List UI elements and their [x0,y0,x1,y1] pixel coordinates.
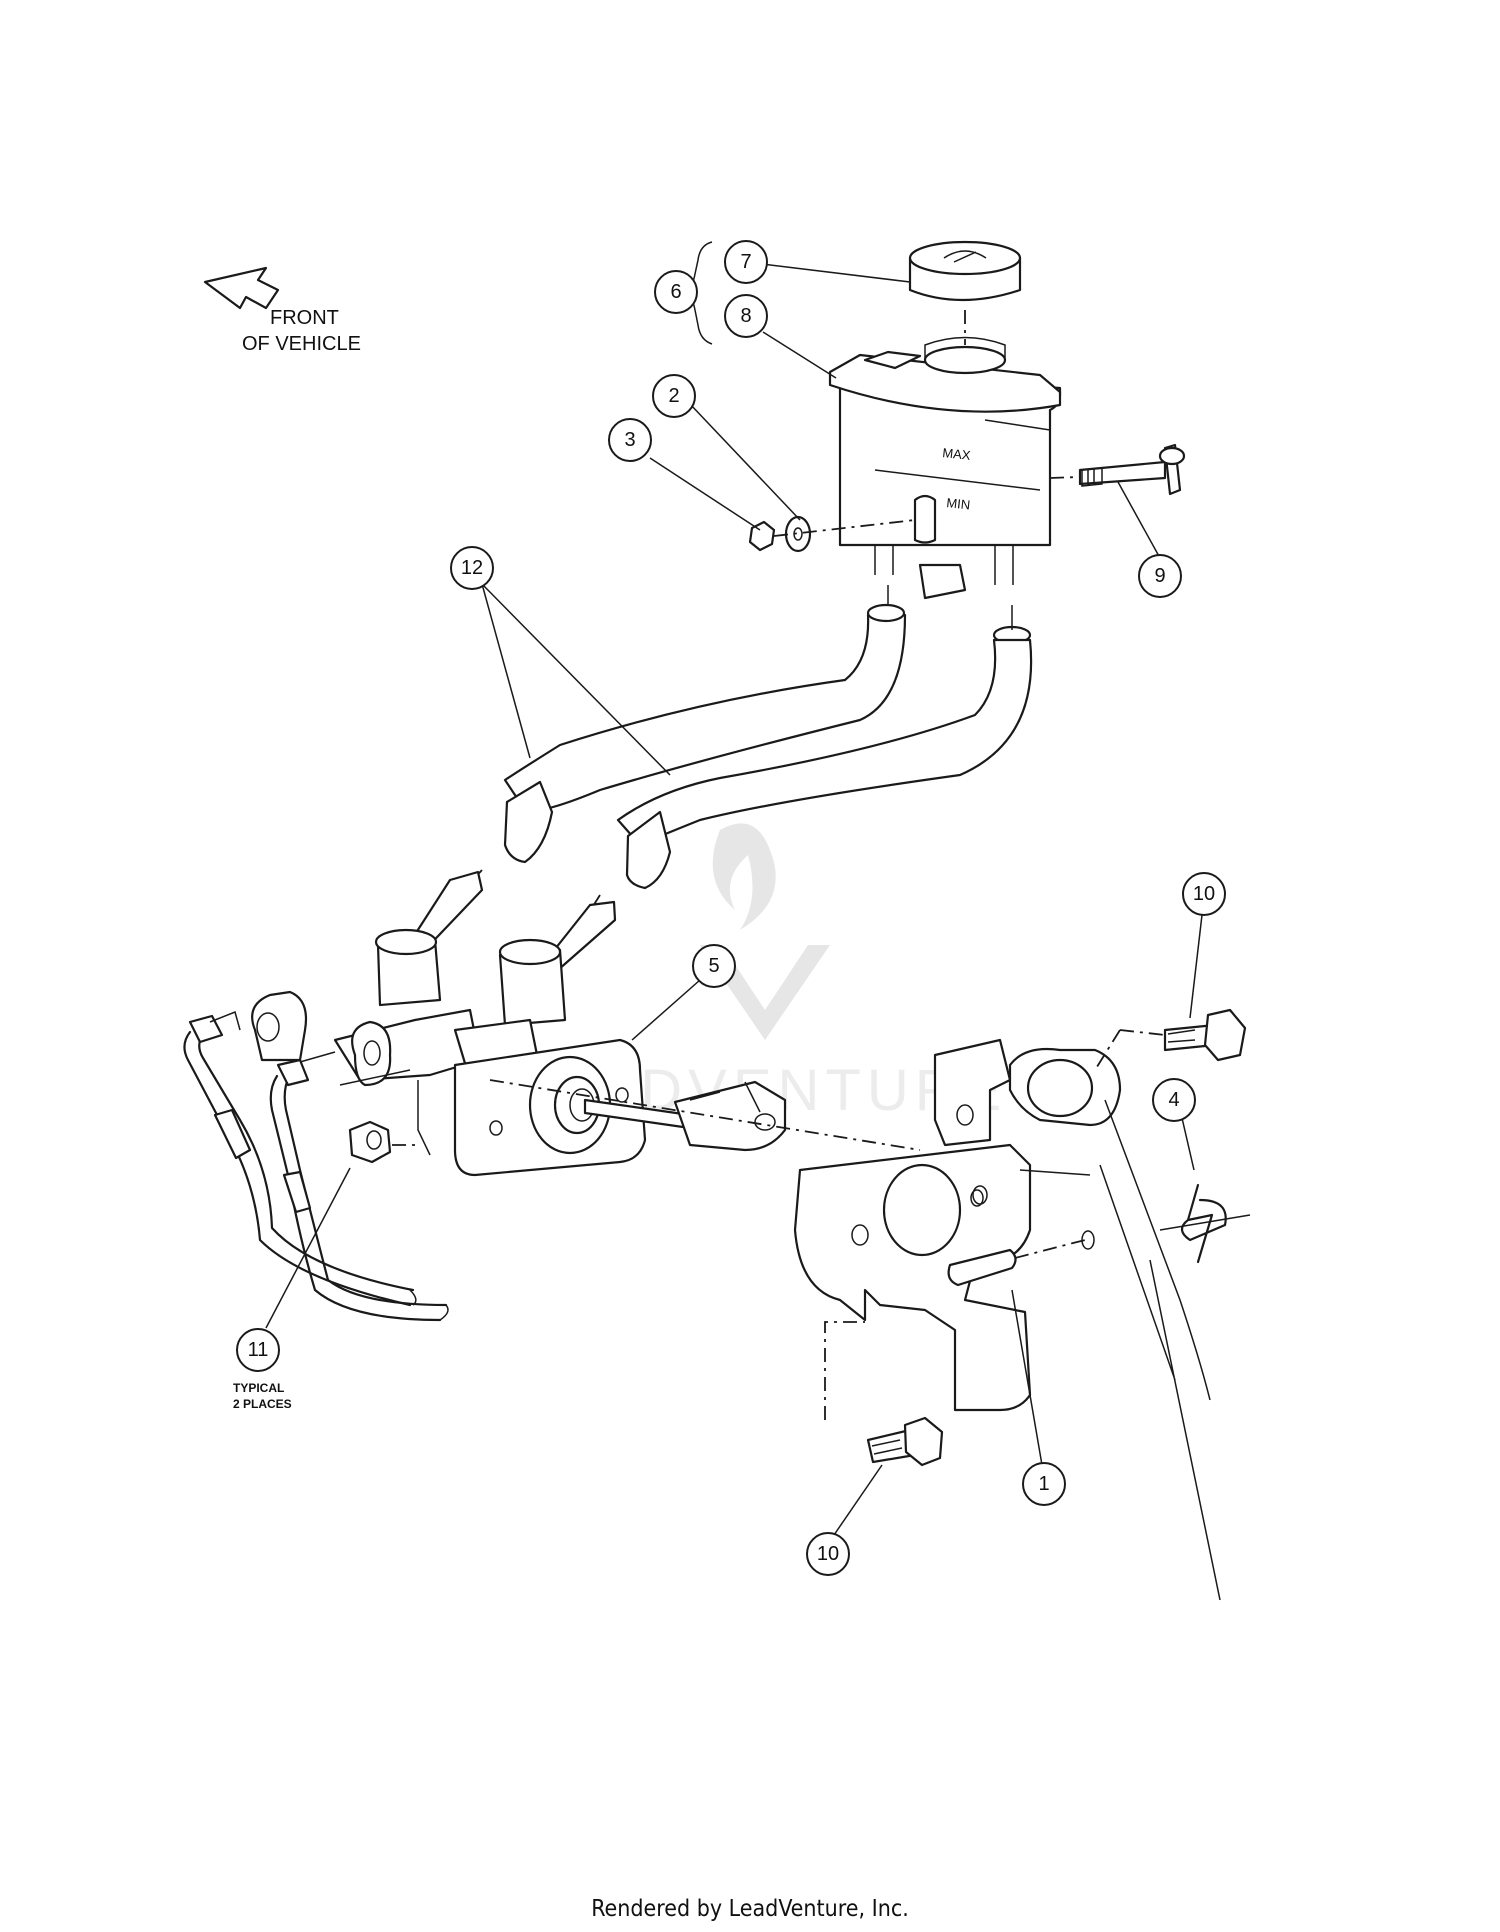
pivot-pin [947,1248,1017,1287]
typical-note-line2: 2 PLACES [233,1397,292,1411]
svg-text:4: 4 [1168,1089,1179,1111]
bracket-bolt-lower [866,1416,944,1467]
svg-text:1: 1 [1038,1473,1049,1495]
front-label-line2: OF VEHICLE [242,333,361,355]
reservoir-cap [908,240,1022,302]
callout-10-upper: 10 [1182,872,1226,916]
min-mark: MIN [946,495,971,512]
svg-text:6: 6 [670,281,681,303]
callout-7: 7 [724,240,768,284]
pedal-bracket [793,1038,1221,1601]
push-rod [583,1080,787,1152]
fitting-nut [348,1120,392,1164]
nut [748,520,776,552]
callout-5: 5 [692,944,736,988]
hair-pin-clip [1180,1183,1227,1264]
fluid-reservoir [828,336,1062,600]
svg-text:2: 2 [668,385,679,407]
leadventure-watermark-logo [700,823,830,1040]
typical-note-line1: TYPICAL [233,1381,284,1395]
svg-text:5: 5 [708,955,719,977]
svg-text:11: 11 [248,1339,269,1361]
front-label-line1: FRONT [270,307,339,329]
leader-lines [265,241,1203,1536]
callout-1: 1 [1022,1462,1066,1506]
svg-text:7: 7 [740,251,751,273]
max-mark: MAX [942,445,972,463]
svg-text:9: 9 [1154,565,1165,587]
callout-4: 4 [1152,1078,1196,1122]
brake-lines [183,1010,449,1322]
callout-3: 3 [608,418,652,462]
master-cylinder [251,928,567,1156]
svg-text:8: 8 [740,305,751,327]
callout-8: 8 [724,294,768,338]
bracket-bolt-upper [1163,1008,1247,1062]
washer [784,515,812,553]
footer-credit: Rendered by LeadVenture, Inc. [591,1896,909,1922]
callout-2: 2 [652,374,696,418]
svg-text:10: 10 [817,1543,839,1565]
callout-12: 12 [450,546,494,590]
svg-text:12: 12 [461,557,483,579]
svg-text:3: 3 [624,429,635,451]
callout-10-lower: 10 [806,1532,850,1576]
front-arrow-icon [203,266,280,310]
cylinder-flange [453,1038,647,1177]
reservoir-mount-bolt [1078,443,1186,496]
svg-text:10: 10 [1193,883,1215,905]
reservoir-hoses [503,585,1033,890]
callout-6: 6 [654,270,698,314]
callout-9: 9 [1138,554,1182,598]
callout-11: 11 [236,1328,280,1372]
